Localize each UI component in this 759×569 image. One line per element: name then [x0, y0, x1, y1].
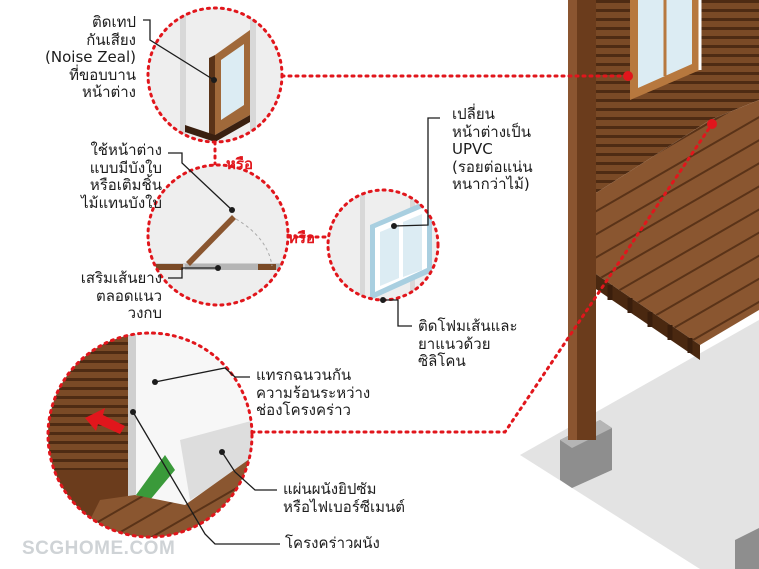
bubble-noise-tape: [146, 6, 284, 144]
label-foam-silicone: ติดโฟมเส้นและ ยาแนวด้วย ซิลิโคน: [418, 317, 518, 370]
label-rebated-window: ใช้หน้าต่าง แบบมีบังใบ หรือเติมชิ้น ไม้แ…: [81, 141, 162, 212]
footing-block-2: [735, 528, 759, 569]
watermark: SCGHOME.COM: [22, 538, 176, 559]
marker-dot-window: [623, 71, 633, 81]
connector-lines: [213, 74, 714, 434]
house-illustration: [520, 0, 759, 569]
leader-lines: [132, 19, 440, 545]
bubble-upvc-window: [326, 188, 440, 302]
label-rubber-strip: เสริมเส้นยาง ตลอดแนว วงกบ: [80, 269, 162, 322]
or-connector-1: หรือ: [226, 155, 253, 173]
leader-dots: [130, 77, 397, 455]
label-frame: โครงคร่าวผนัง: [285, 534, 380, 552]
house-window: [630, 0, 702, 100]
or-connector-2: หรือ: [288, 229, 315, 247]
label-upvc-window: เปลี่ยน หน้าต่างเป็น UPVC (รอยต่อแน่น หน…: [452, 105, 533, 193]
bubble-rebated-window: [146, 163, 290, 307]
marker-dot-wall: [707, 119, 717, 129]
label-insulation: แทรกฉนวนกัน ความร้อนระหว่าง ช่องโครงคร่า…: [256, 366, 371, 419]
bubble-wall-section: [46, 331, 254, 539]
louvre-wall: [585, 0, 759, 200]
label-noise-tape: ติดเทป กันเสียง (Noise Zeal) ที่ขอบบาน ห…: [45, 13, 136, 101]
ground-slab: [520, 320, 759, 569]
floor-deck: [585, 100, 759, 345]
label-board: แผ่นผนังยิปซัม หรือไฟเบอร์ซีเมนต์: [283, 480, 406, 516]
